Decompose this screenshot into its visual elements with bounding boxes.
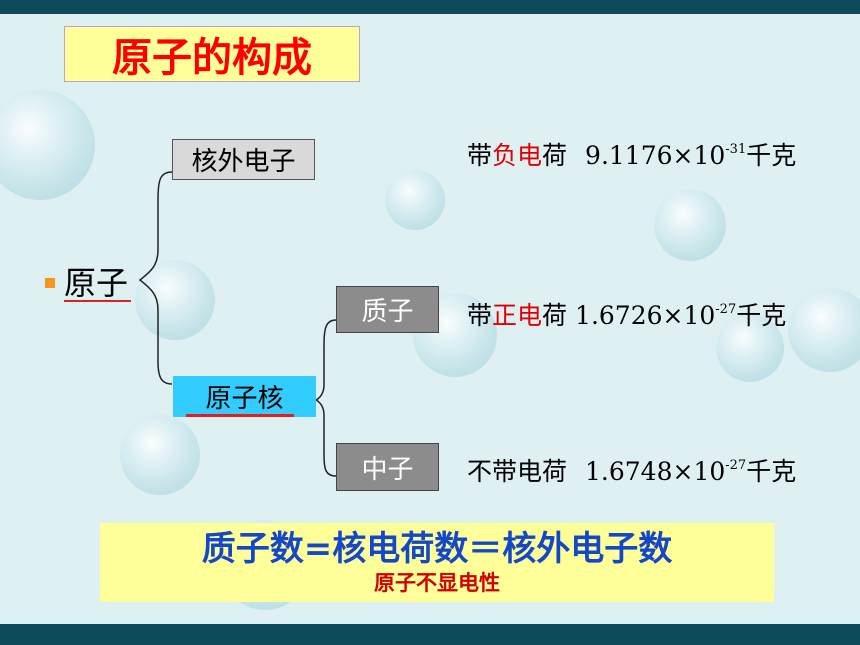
summary-box: 质子数=核电荷数＝核外电子数 原子不显电性: [100, 523, 774, 602]
electron-mass-unit: 千克: [746, 141, 797, 170]
bubble: [0, 90, 95, 200]
node-proton: 质子: [336, 286, 439, 333]
root-underline: [64, 300, 131, 302]
top-bar: [0, 0, 860, 14]
electron-mass-base: 9.1176×10: [585, 141, 726, 170]
node-electron: 核外电子: [172, 139, 315, 180]
proton-mass-exp: -27: [715, 302, 737, 317]
bubble: [120, 415, 200, 495]
summary-note: 原子不显电性: [374, 570, 500, 595]
bubble: [716, 314, 784, 382]
bottom-bar: [0, 624, 860, 645]
brace-nucleus: [314, 319, 337, 477]
summary-equation: 质子数=核电荷数＝核外电子数: [201, 528, 673, 569]
node-nucleus: 原子核: [173, 376, 316, 417]
bubble: [385, 170, 445, 230]
proton-charge: 正电: [492, 301, 543, 330]
root-atom-label: 原子: [64, 264, 129, 302]
proton-charge-prefix: 带: [467, 301, 493, 330]
neutron-mass-unit: 千克: [746, 457, 797, 486]
bubble: [135, 260, 215, 340]
slide-title: 原子的构成: [64, 26, 360, 82]
electron-charge-suffix: 荷: [542, 141, 568, 170]
electron-charge-prefix: 带: [467, 141, 493, 170]
bubble: [654, 189, 726, 261]
proton-mass-unit: 千克: [736, 301, 787, 330]
proton-charge-suffix: 荷: [542, 301, 568, 330]
proton-mass-base: 1.6726×10: [575, 301, 716, 330]
neutron-mass-exp: -27: [725, 458, 747, 473]
node-neutron: 中子: [336, 443, 439, 491]
neutron-mass-base: 1.6748×10: [585, 457, 726, 486]
bubble: [788, 288, 860, 372]
neutron-charge: 不带电荷: [467, 457, 568, 486]
brace-root: [138, 171, 173, 385]
nucleus-underline: [186, 414, 294, 417]
bullet-square: [45, 278, 55, 288]
electron-mass-exp: -31: [725, 142, 747, 157]
electron-charge: 负电: [492, 141, 543, 170]
